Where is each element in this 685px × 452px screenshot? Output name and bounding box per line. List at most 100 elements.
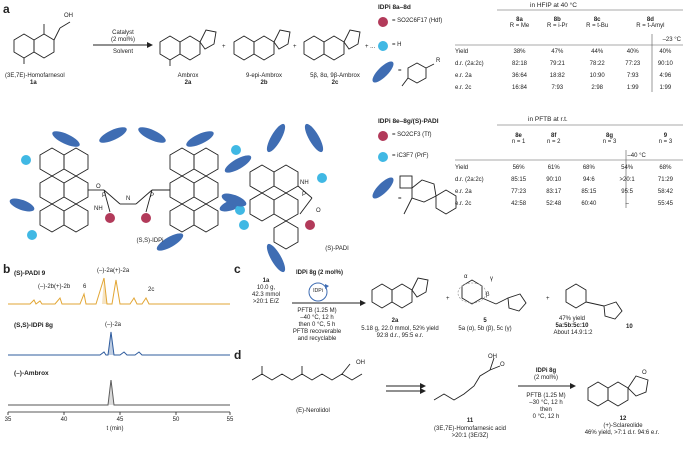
d-mid-name: (3E,7E)-Homofarnesic acid: [433, 426, 507, 432]
x-tick: 45: [116, 417, 124, 423]
recycle-icon: [308, 282, 328, 302]
panel-d-label: d: [234, 348, 242, 362]
padi-atom-o: O: [316, 208, 321, 214]
legend1-red-text: = SO2C6F17 (Hdf): [392, 18, 443, 24]
legend1-r: R: [436, 58, 441, 64]
c-cond3: then 0 °C, 5 h: [298, 322, 336, 328]
legend2-eq: =: [398, 196, 402, 202]
panel-c-label: c: [234, 262, 241, 276]
c-cond2: –40 °C, 12 h: [300, 315, 334, 321]
peak-label-2a-idpi: (–)-2a: [105, 322, 122, 328]
legend1-eq: =: [398, 68, 402, 74]
table2-extra-col: –40 °C: [627, 153, 646, 159]
c-p1-id: 2a: [391, 318, 399, 324]
o-label-sclareolide: O: [642, 370, 647, 376]
legend1-blue-text: = H: [392, 42, 402, 48]
d-cond1: PFTB (1.25 M): [526, 393, 566, 399]
product-2a-name: Ambrox: [177, 73, 199, 79]
substrate-name: (3E,7E)-Homofarnesol: [5, 73, 65, 79]
product-2c-id: 2c: [331, 80, 339, 86]
c-mix-ratio-label: 5a:5b:5c:10: [555, 323, 589, 329]
padi-label: (S)-PADI: [325, 246, 349, 252]
substrate-id: 1a: [30, 80, 37, 86]
d-catalyst: IDPi 8g: [535, 368, 557, 374]
table1-header: in HFIP at 40 °C: [530, 2, 577, 9]
x-axis-label: t (min): [106, 426, 124, 432]
x-tick: 55: [226, 417, 234, 423]
panel-a-label: a: [3, 2, 10, 16]
plus-sign: +: [222, 44, 226, 50]
x-tick: 40: [60, 417, 68, 423]
idpi-atom-nh: NH: [94, 206, 103, 212]
catalyst-amount: (2 mol%): [110, 37, 135, 43]
d-prod-id: 12: [619, 416, 627, 422]
solvent-label: Solvent: [112, 49, 133, 55]
table2-header: in PFTB at r.t.: [528, 116, 568, 123]
oh-label-acid: OH: [488, 354, 497, 360]
reactant-id: 1a: [262, 278, 270, 284]
d-cond4: 0 °C, 12 h: [532, 414, 560, 420]
legend2-title: IDPi 8e–8g/(S)-PADI: [378, 118, 439, 125]
d-cond3: then: [540, 407, 552, 413]
d-prod-yield: 46% yield, >7:1 d.r. 94:6 e.r.: [584, 430, 660, 436]
greek-gamma: γ: [490, 276, 493, 282]
x-tick: 35: [4, 417, 12, 423]
idpi-atom-p: P: [150, 193, 155, 199]
product-2a-id: 2a: [184, 80, 192, 86]
c-p2-sub: 5a (α), 5b (β), 5c (γ): [458, 326, 512, 332]
d-start: (E)-Nerolidol: [296, 408, 330, 414]
amount1: 10.0 g,: [256, 285, 276, 291]
cycle-label: IDPi: [313, 288, 323, 294]
catalyst-label: Catalyst: [112, 30, 134, 36]
oh-label-d: OH: [356, 360, 365, 366]
legend1-title: IDPi 8a–8d: [378, 4, 411, 11]
idpi-atom-p: P: [102, 193, 107, 199]
panel-b-label: b: [3, 262, 11, 276]
idpi-atom-o: O: [96, 184, 101, 190]
trace2-name: (S,S)-IDPi 8g: [14, 322, 54, 329]
table1-extra-col: –23 °C: [662, 37, 681, 43]
trace2-line: [8, 331, 230, 356]
trace3-line: [8, 379, 230, 406]
d-cat-amount: (2 mol%): [533, 375, 558, 381]
d-mid-id: 11: [466, 418, 474, 424]
product-2b-id: 2b: [260, 80, 268, 86]
plus-sign: +: [446, 296, 450, 302]
trace1-line: [8, 277, 230, 305]
product-2c-name: 5β, 8α, 9β-Ambrox: [310, 73, 360, 79]
c-mix-yield: 47% yield: [558, 316, 585, 322]
peak-label-6: 6: [83, 284, 87, 290]
peak-label-2a: (–)-2a(+)-2a: [97, 268, 130, 274]
trace3-name: (–)-Ambrox: [14, 370, 49, 377]
greek-beta: β: [486, 292, 490, 298]
c-p1-er: 92:8 d.r., 95:5 e.r.: [376, 333, 424, 339]
c-cond5: and recyclable: [297, 336, 337, 342]
c-cond1: PFTB (1.25 M): [297, 308, 337, 314]
o-label-acid: O: [500, 362, 505, 368]
padi-atom-p: P: [302, 192, 307, 198]
legend2-red-text: = SO2CF3 (Tf): [392, 132, 432, 138]
plus-sign: +: [546, 296, 550, 302]
trace1-name: (S)-PADI 9: [14, 270, 46, 277]
oh-label: OH: [64, 13, 73, 19]
amount2: 42.3 mmol: [251, 292, 280, 298]
